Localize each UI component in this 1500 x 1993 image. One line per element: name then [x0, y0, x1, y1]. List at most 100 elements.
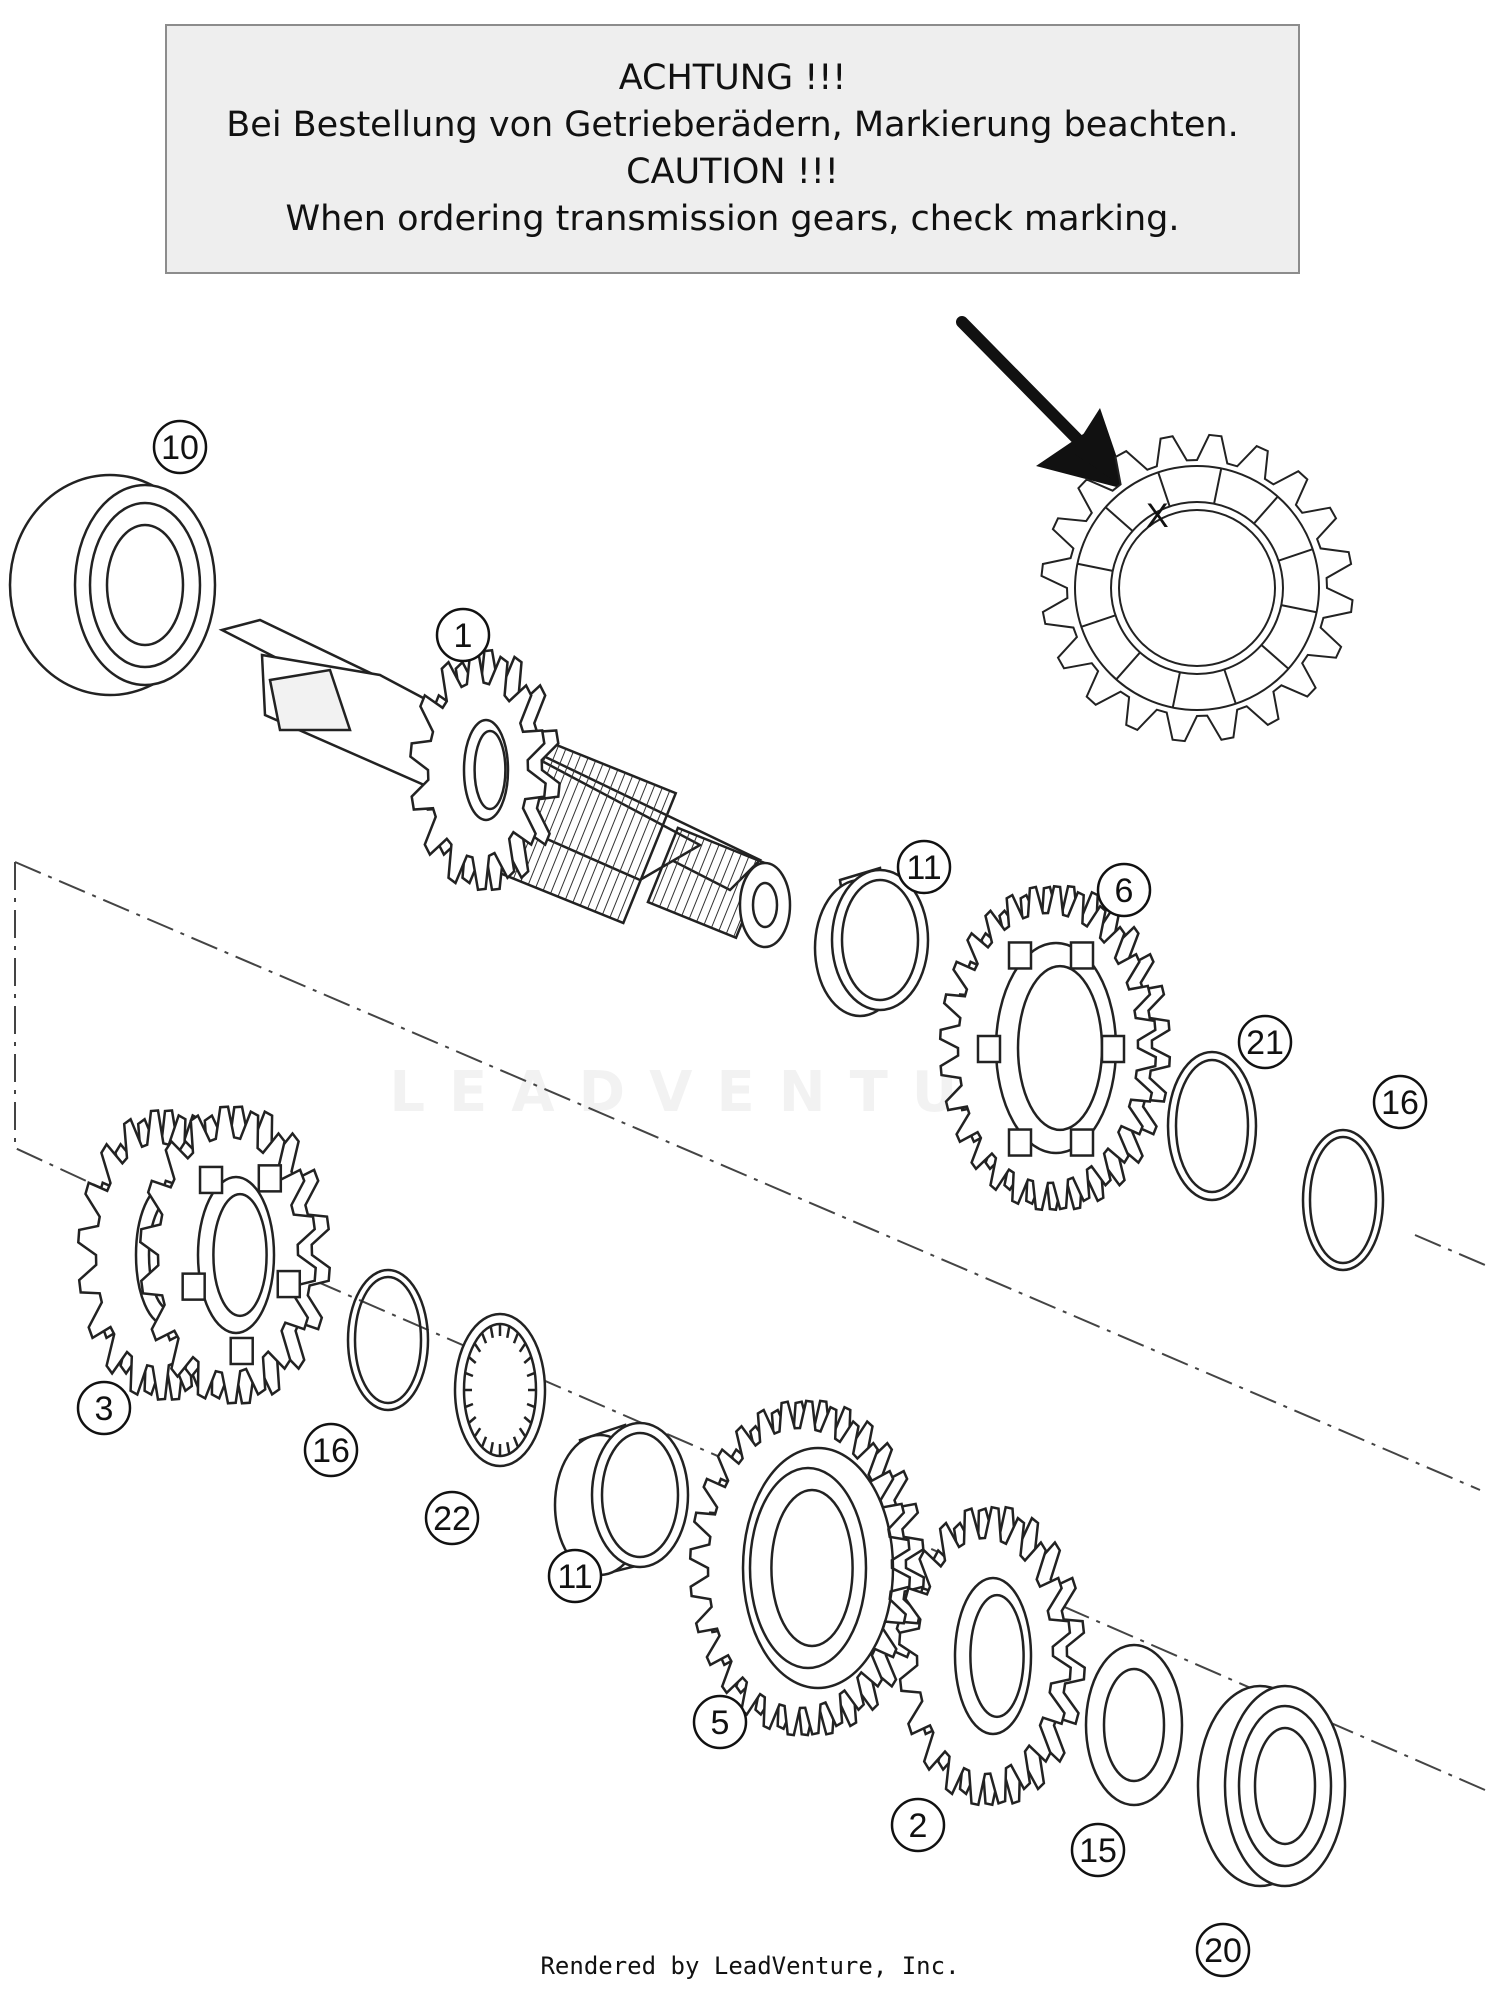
lock-washer-tooth	[473, 1427, 482, 1438]
callout-circle	[1070, 1822, 1126, 1878]
callout-label: 6	[1115, 872, 1134, 910]
gear-5-recess	[741, 1446, 895, 1690]
bearing-10	[8, 473, 217, 697]
lock-washer-tooth	[480, 1332, 488, 1344]
gear-2	[898, 1505, 1086, 1807]
callout-c22: 22	[424, 1490, 480, 1546]
gear-3-dog	[257, 1164, 283, 1193]
notice-line-german-heading: ACHTUNG !!!	[618, 58, 847, 98]
gear-6-dog	[1007, 941, 1033, 970]
circlip-16-lower	[346, 1268, 430, 1412]
callout-c10: 10	[152, 419, 208, 475]
lock-washer-tooth	[523, 1356, 532, 1364]
render-credit-footer: Rendered by LeadVenture, Inc.	[540, 1952, 960, 1980]
callout-c6: 6	[1096, 862, 1152, 918]
gear-3-bore	[212, 1192, 268, 1318]
callout-circle	[1195, 1922, 1251, 1978]
callout-label: 1	[454, 617, 473, 655]
detail-gear-segment-line	[1115, 651, 1141, 681]
callout-circle	[303, 1422, 359, 1478]
detail-gear-segment-line	[1081, 614, 1116, 628]
callout-label: 11	[557, 1558, 592, 1596]
callout-c20: 20	[1195, 1922, 1251, 1978]
callout-c11a: 11	[896, 839, 952, 895]
lock-washer-tooth	[526, 1371, 536, 1378]
needle-bushing-11-lower	[553, 1421, 690, 1577]
lock-washer-tooth	[473, 1342, 482, 1353]
detail-gear-bore	[1118, 509, 1276, 667]
callout-circle	[152, 419, 208, 475]
detail-gear-segment-line	[1157, 472, 1171, 507]
lock-washer-tooth	[464, 1402, 474, 1409]
gear-3-dog	[229, 1336, 254, 1366]
callout-label: 10	[161, 429, 199, 467]
caution-notice-box: ACHTUNG !!! Bei Bestellung von Getrieber…	[165, 24, 1300, 274]
gear-6-dog	[1069, 941, 1095, 970]
gear-6-bore	[1016, 964, 1104, 1132]
gear-6-dog	[1069, 1128, 1095, 1157]
gear-3-dog	[198, 1165, 224, 1195]
callout-label: 5	[711, 1704, 730, 1742]
callout-circle	[547, 1548, 603, 1604]
callout-circle	[76, 1380, 132, 1436]
lock-washer-tooth	[526, 1402, 536, 1409]
circlip-16-upper	[1301, 1128, 1385, 1272]
gear-2-bore	[969, 1593, 1025, 1719]
lock-washer-tooth	[468, 1416, 477, 1424]
needle-bushing-11-upper	[813, 866, 930, 1018]
callout-label: 22	[433, 1500, 471, 1538]
callout-label: 20	[1204, 1932, 1242, 1970]
callout-circle	[1237, 1014, 1293, 1070]
lock-washer-tooth	[506, 1326, 511, 1339]
lock-washer-tooth	[468, 1356, 477, 1364]
gear-5-bore	[770, 1488, 854, 1648]
callout-label: 15	[1079, 1832, 1117, 1870]
callout-circle	[896, 839, 952, 895]
lock-washer-tooth	[464, 1371, 474, 1378]
callout-label: 21	[1246, 1024, 1284, 1062]
callout-circle	[1372, 1074, 1428, 1130]
callout-label: 16	[312, 1432, 350, 1470]
lock-washer-tooth	[506, 1441, 511, 1454]
marking-arrow	[956, 316, 1128, 490]
notice-line-english-text: When ordering transmission gears, check …	[285, 199, 1180, 239]
gear-6	[938, 884, 1172, 1212]
gear-6-dog	[1007, 1128, 1033, 1157]
callout-label: 2	[909, 1807, 928, 1845]
detail-gear-segment-line	[1223, 669, 1237, 704]
notice-line-german-text: Bei Bestellung von Getrieberädern, Marki…	[226, 105, 1239, 145]
callout-c16a: 16	[1372, 1074, 1428, 1130]
double-gear-3	[77, 1105, 332, 1405]
lock-washer-tooth	[523, 1416, 532, 1424]
marked-gear-detail	[1040, 433, 1354, 743]
callout-circle	[435, 607, 491, 663]
lock-washer-22	[453, 1312, 547, 1468]
gear-5	[688, 1399, 926, 1737]
gear-3-dog	[276, 1269, 302, 1299]
gear-3-dog	[181, 1272, 206, 1301]
detail-gear-segment-line	[1104, 506, 1134, 532]
callout-circle	[424, 1490, 480, 1546]
callout-c15: 15	[1070, 1822, 1126, 1878]
callout-c16b: 16	[303, 1422, 359, 1478]
detail-gear-segment-line	[1077, 562, 1113, 572]
detail-gear-inner-ring	[1110, 501, 1284, 675]
detail-gear-segment-line	[1213, 468, 1223, 504]
callout-circle	[692, 1694, 748, 1750]
lock-washer-tooth	[512, 1436, 520, 1448]
callout-circle	[1096, 862, 1152, 918]
lock-washer-tooth	[489, 1326, 494, 1339]
lock-washer-tooth	[518, 1342, 527, 1353]
lock-washer-tooth	[480, 1436, 488, 1448]
callout-c2: 2	[890, 1797, 946, 1853]
callout-c21: 21	[1237, 1014, 1293, 1070]
gear-6-dog	[1100, 1034, 1126, 1064]
bearing-20	[1196, 1684, 1347, 1888]
detail-gear-segment-line	[1260, 644, 1290, 670]
callout-c5: 5	[692, 1694, 748, 1750]
notice-line-english-heading: CAUTION !!!	[626, 152, 839, 192]
shaft-gear-bore	[473, 729, 507, 811]
callout-circle	[890, 1797, 946, 1853]
